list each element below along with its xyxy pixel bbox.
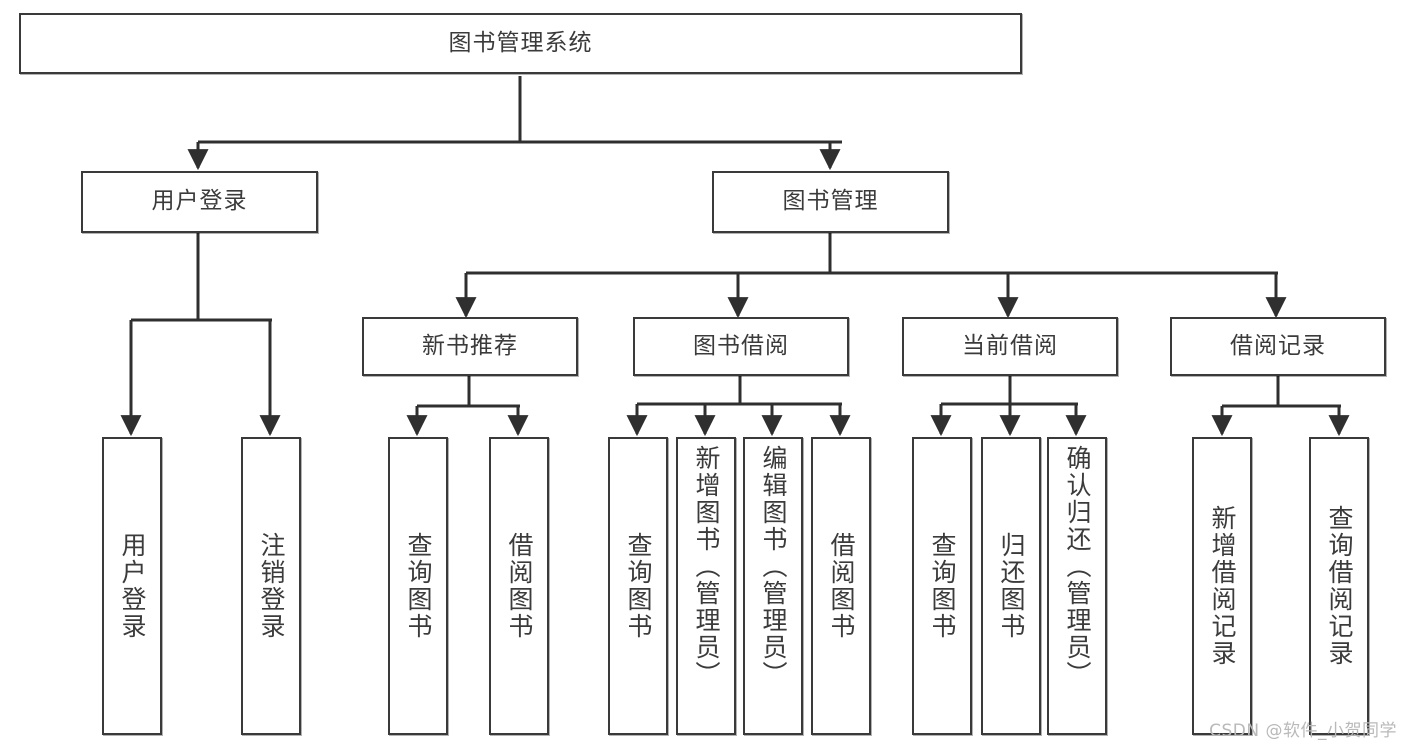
node-user-login[interactable]: 用户登录 — [81, 171, 318, 233]
node-leaf-edit-book[interactable]: 编辑图书（管理员） — [743, 437, 803, 735]
node-leaf-return-book[interactable]: 归还图书 — [981, 437, 1041, 735]
node-leaf-add-record[interactable]: 新增借阅记录 — [1192, 437, 1252, 735]
node-leaf-confirm-return[interactable]: 确认归还（管理员） — [1047, 437, 1107, 735]
node-leaf-query-book-3[interactable]: 查询图书 — [912, 437, 972, 735]
node-current-borrow[interactable]: 当前借阅 — [902, 317, 1118, 376]
node-book-manage[interactable]: 图书管理 — [712, 171, 949, 233]
node-leaf-user-login[interactable]: 用户登录 — [102, 437, 162, 735]
node-root[interactable]: 图书管理系统 — [19, 13, 1022, 74]
node-leaf-query-book-2[interactable]: 查询图书 — [608, 437, 668, 735]
node-book-borrow[interactable]: 图书借阅 — [633, 317, 849, 376]
node-leaf-borrow-book-1[interactable]: 借阅图书 — [489, 437, 549, 735]
node-leaf-logout-login[interactable]: 注销登录 — [241, 437, 301, 735]
node-borrow-record[interactable]: 借阅记录 — [1170, 317, 1386, 376]
node-leaf-borrow-book-2[interactable]: 借阅图书 — [811, 437, 871, 735]
node-leaf-query-book-1[interactable]: 查询图书 — [388, 437, 448, 735]
node-leaf-query-record[interactable]: 查询借阅记录 — [1309, 437, 1369, 735]
node-new-book-recommend[interactable]: 新书推荐 — [362, 317, 578, 376]
watermark-text: CSDN @软件_小贺同学 — [1209, 721, 1397, 741]
node-leaf-add-book[interactable]: 新增图书（管理员） — [676, 437, 736, 735]
